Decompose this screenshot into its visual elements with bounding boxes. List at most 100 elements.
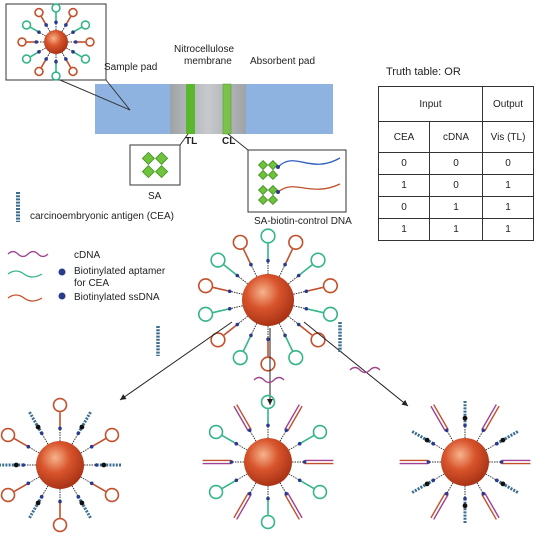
dna-loop bbox=[260, 228, 276, 244]
linker bbox=[236, 473, 248, 481]
biotin-dot bbox=[39, 431, 44, 436]
dna-stem bbox=[91, 482, 107, 493]
dna-loop bbox=[52, 397, 68, 413]
dna-strand bbox=[481, 494, 497, 520]
biotin-dot bbox=[431, 478, 436, 483]
biotin-dot bbox=[297, 478, 302, 483]
biotin-dot bbox=[89, 481, 94, 486]
biotin-dot bbox=[431, 441, 436, 446]
dna-loop bbox=[51, 3, 61, 13]
linker bbox=[446, 482, 454, 494]
linker bbox=[485, 473, 497, 481]
biotin-dot bbox=[266, 423, 270, 428]
sa-petal bbox=[267, 194, 279, 206]
linker bbox=[236, 275, 248, 285]
biotin-dot bbox=[234, 441, 239, 446]
cea-block bbox=[500, 481, 506, 487]
biotin-dot bbox=[284, 491, 289, 496]
linker bbox=[80, 476, 92, 484]
dna-stem bbox=[212, 286, 230, 293]
cea-protein bbox=[27, 495, 43, 520]
sa-petal bbox=[257, 184, 269, 196]
dna-loop bbox=[260, 514, 276, 530]
sa-petal bbox=[155, 151, 169, 165]
cell: 1 bbox=[482, 196, 534, 219]
biotin-dot bbox=[94, 463, 99, 467]
linker bbox=[41, 433, 49, 445]
sample-pad-label: Sample pad bbox=[104, 62, 158, 73]
dna-loop bbox=[310, 332, 326, 348]
linker bbox=[293, 290, 307, 295]
dna-loop bbox=[68, 7, 78, 18]
biotin-dot bbox=[37, 50, 41, 54]
dna-loop bbox=[34, 7, 44, 18]
dna-stem bbox=[298, 264, 313, 277]
cell: 0 bbox=[429, 174, 483, 197]
control-line-label: CL bbox=[222, 136, 236, 147]
reagent-icons bbox=[156, 322, 381, 384]
dna-stem bbox=[242, 335, 252, 352]
dna-loop bbox=[208, 484, 224, 500]
cell: 0 bbox=[378, 152, 430, 175]
biotin-dot bbox=[54, 20, 58, 25]
aptamer-icon bbox=[7, 270, 43, 278]
cell: 0 bbox=[378, 196, 430, 219]
biotin-icon bbox=[58, 268, 66, 276]
linker bbox=[71, 433, 79, 445]
sa-petal bbox=[257, 159, 269, 171]
biotin-dot bbox=[284, 428, 289, 433]
biotin-dot bbox=[276, 190, 280, 194]
output-group-header: Output bbox=[482, 86, 534, 122]
sa-petal bbox=[267, 169, 279, 181]
biotin-dot bbox=[283, 333, 287, 338]
biotin-dot bbox=[34, 40, 39, 44]
linker bbox=[476, 430, 484, 442]
biotin-dot bbox=[71, 50, 75, 54]
cell: 1 bbox=[378, 218, 430, 241]
cea-block bbox=[79, 500, 85, 506]
sa-petal bbox=[267, 184, 279, 196]
cea-protein bbox=[495, 479, 520, 495]
gold-core bbox=[242, 274, 294, 326]
dna-strand bbox=[287, 405, 303, 432]
reaction-arrows bbox=[119, 321, 409, 407]
dna-stem bbox=[221, 434, 237, 445]
dna-stem bbox=[223, 323, 238, 336]
cell: 0 bbox=[429, 152, 483, 175]
biotin-dot bbox=[26, 481, 31, 486]
dna-stem bbox=[242, 248, 252, 265]
linker bbox=[250, 264, 258, 277]
dna-stem bbox=[299, 479, 315, 490]
cea-block bbox=[424, 437, 430, 443]
biotin-dot bbox=[463, 496, 467, 501]
cea-protein bbox=[77, 410, 93, 435]
gold-core bbox=[441, 438, 489, 486]
sa-petal bbox=[267, 159, 279, 171]
sa-callout bbox=[129, 133, 189, 186]
streptavidin-icon bbox=[141, 151, 169, 179]
dna-stem bbox=[13, 482, 29, 493]
cell: 1 bbox=[429, 218, 483, 241]
nanoparticle-main bbox=[197, 228, 339, 372]
header-cea: CEA bbox=[378, 121, 430, 153]
biotin-dot bbox=[89, 444, 94, 449]
biotin-dot bbox=[235, 322, 240, 327]
linker bbox=[236, 443, 248, 451]
control-dna bbox=[277, 183, 341, 193]
biotin-dot bbox=[44, 23, 48, 27]
dna-loop bbox=[312, 424, 328, 440]
header-vis-tl: Vis (TL) bbox=[482, 121, 534, 153]
dna-loop bbox=[80, 54, 91, 64]
linker bbox=[485, 443, 497, 451]
linker bbox=[236, 315, 248, 325]
nanoparticle-cea-bound bbox=[0, 397, 122, 533]
gold-core bbox=[44, 30, 68, 54]
linker bbox=[278, 323, 286, 336]
dna-stem bbox=[306, 286, 324, 293]
dna-loop bbox=[208, 424, 224, 440]
cea-block bbox=[500, 437, 506, 443]
cdna-strand bbox=[430, 405, 446, 432]
dna-loop bbox=[85, 37, 95, 47]
